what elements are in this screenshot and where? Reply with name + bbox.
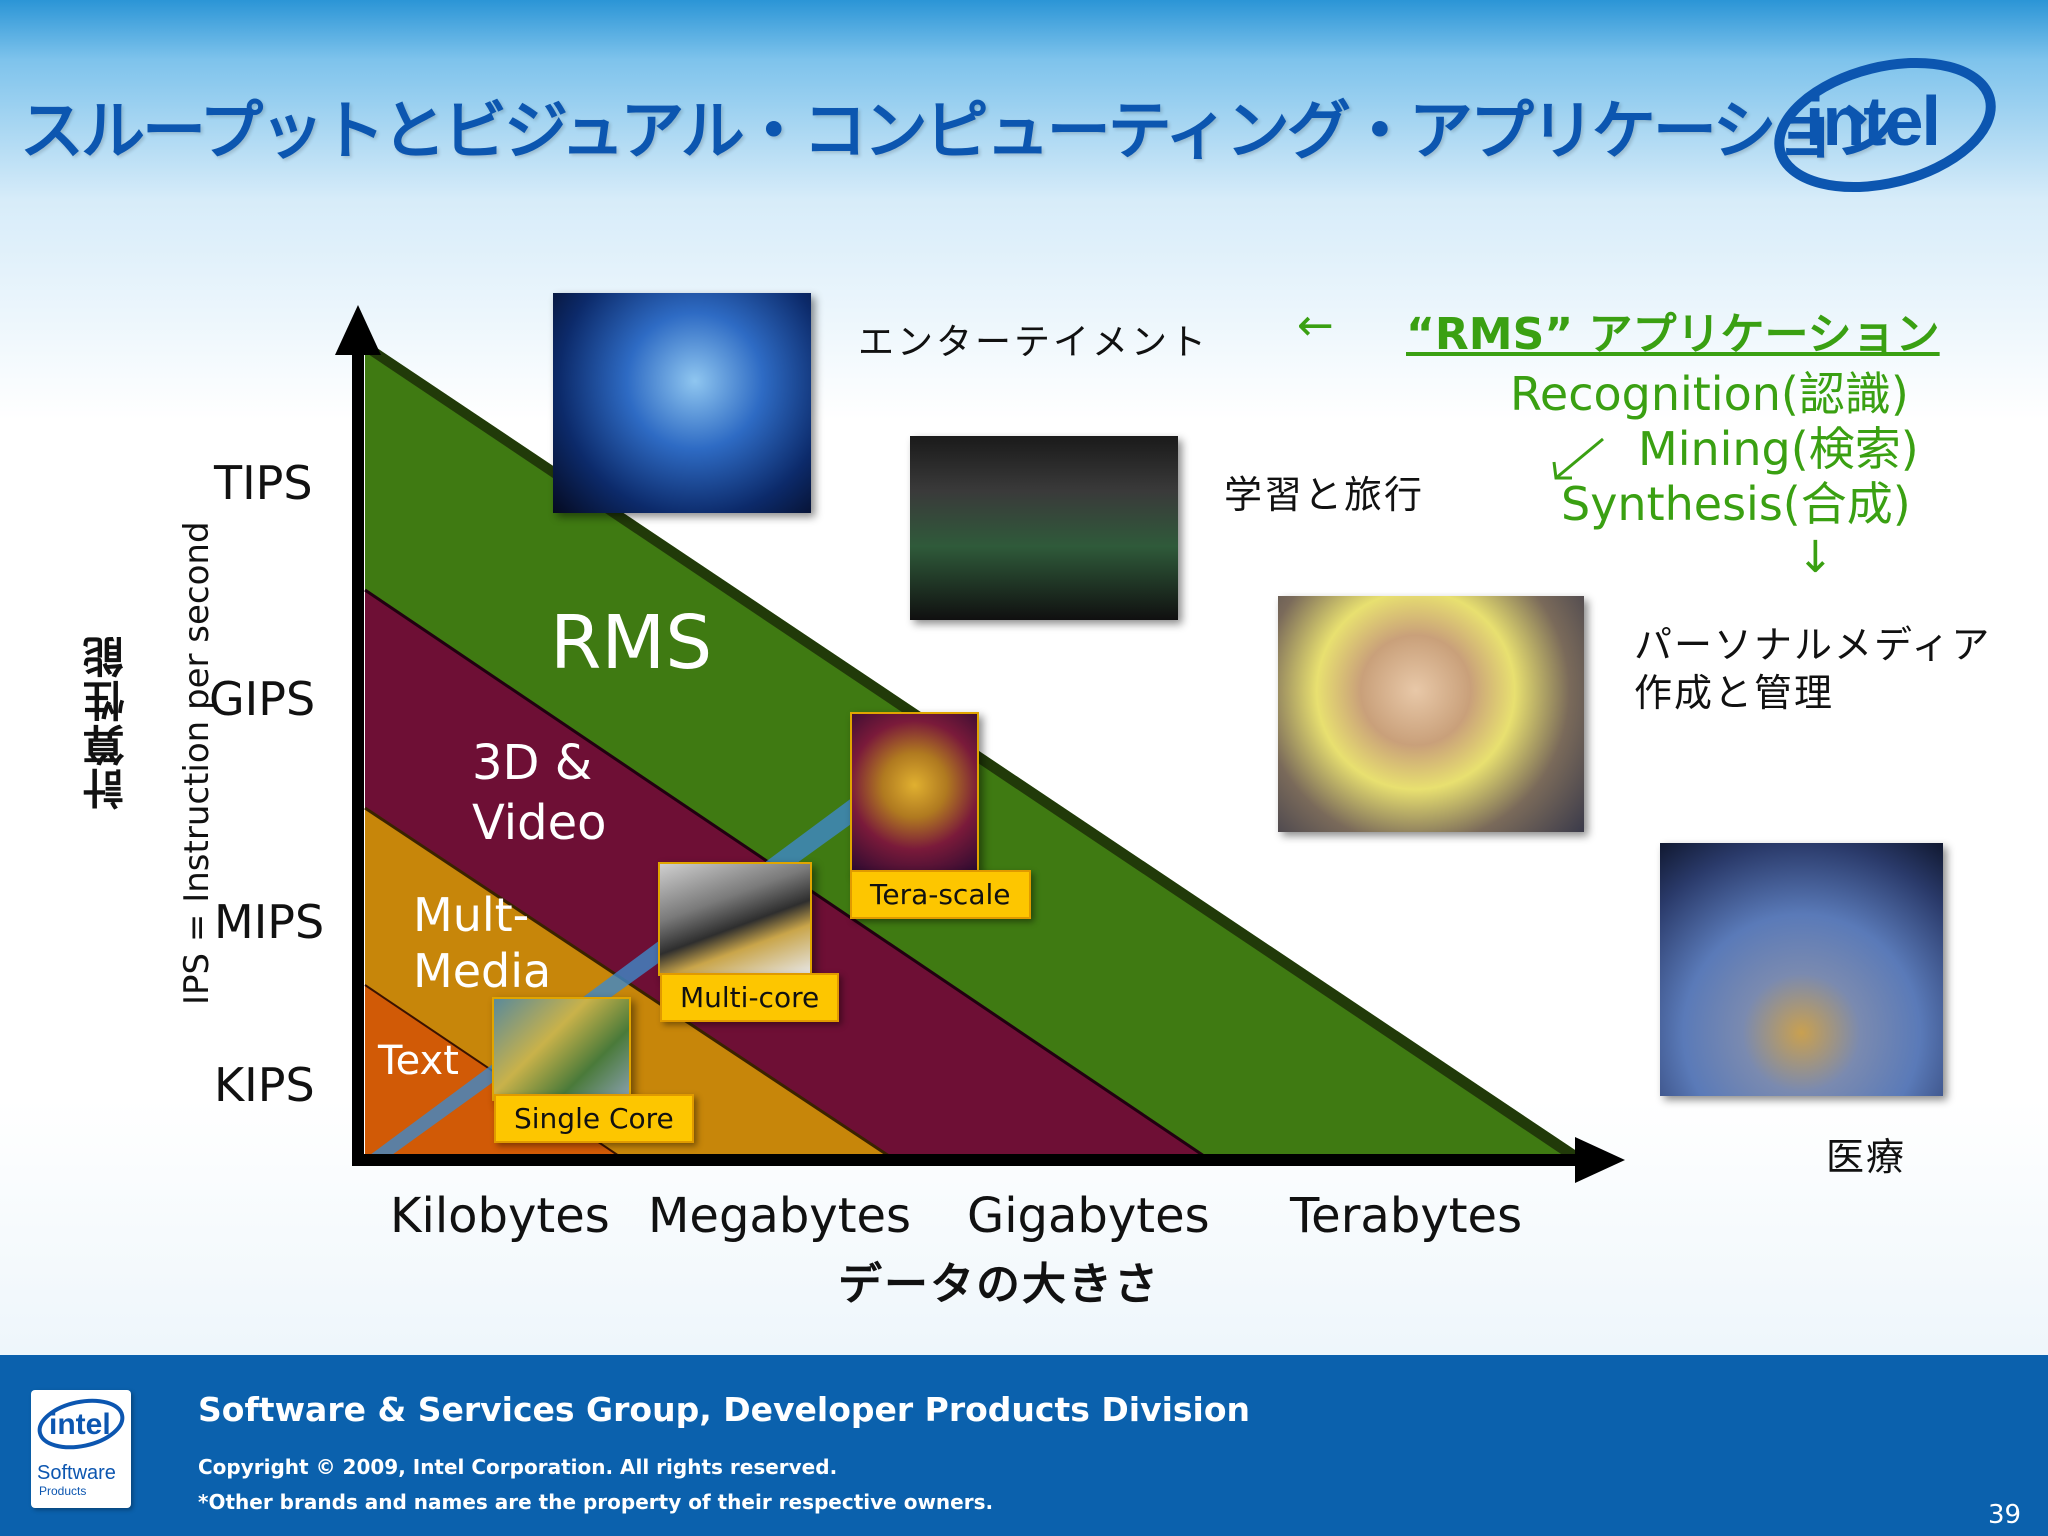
rms-label: RMS	[550, 600, 713, 686]
xtick-terabytes: Terabytes	[1290, 1188, 1523, 1244]
footer-trademark: *Other brands and names are the property…	[198, 1490, 994, 1514]
learning-travel-image	[910, 436, 1178, 620]
footer-bar	[0, 1355, 2048, 1536]
tera-scale-label: Tera-scale	[850, 870, 1031, 919]
personal-media-image	[1278, 596, 1584, 832]
intel-logo: intel	[1774, 57, 1996, 193]
y-axis-label: 計算性能	[82, 634, 131, 810]
personal-media-label-line2: 作成と管理	[1634, 671, 1835, 715]
y-axis-arrowhead	[335, 305, 381, 355]
rms-apps-heading: “RMS” アプリケーション	[1406, 309, 1940, 360]
footer-copyright: Copyright © 2009, Intel Corporation. All…	[198, 1455, 838, 1479]
single-core-chip-image	[492, 997, 631, 1101]
rms-synthesis: Synthesis(合成)	[1561, 477, 1911, 531]
x-axis-arrowhead	[1575, 1137, 1625, 1183]
rms-recognition: Recognition(認識)	[1510, 367, 1909, 421]
left-arrow: ←	[1297, 300, 1334, 351]
text-label: Text	[378, 1038, 459, 1084]
page-number: 39	[1988, 1500, 2022, 1530]
badge-products-text: Products	[39, 1484, 87, 1498]
xtick-gigabytes: Gigabytes	[967, 1188, 1210, 1244]
badge-intel-logo: intel	[37, 1398, 125, 1450]
entertainment-image	[553, 293, 811, 513]
multi-core-chip-image	[658, 862, 812, 976]
entertainment-label: エンターテイメント	[858, 322, 1210, 363]
personal-media-label-line1: パーソナルメディア	[1634, 623, 1992, 667]
footer-group: Software & Services Group, Developer Pro…	[198, 1390, 1251, 1429]
diagonal-arrow	[1552, 437, 1604, 480]
rms-mining: Mining(検索)	[1638, 422, 1919, 476]
ytick-mips: MIPS	[214, 895, 325, 949]
badge-intel-text: intel	[49, 1408, 111, 1441]
learning-travel-label: 学習と旅行	[1224, 473, 1425, 517]
xtick-megabytes: Megabytes	[648, 1188, 912, 1244]
multimedia-label-line1: Mult-	[413, 888, 530, 942]
down-arrow: ↓	[1797, 532, 1834, 583]
multi-core-label: Multi-core	[660, 973, 840, 1022]
y-axis-sublabel: IPS = Instruction per second	[177, 521, 217, 1005]
intel-logo-text: intel	[1805, 82, 1939, 160]
ytick-tips: TIPS	[214, 456, 313, 510]
ytick-gips: GIPS	[209, 672, 316, 726]
ytick-kips: KIPS	[214, 1058, 315, 1112]
medical-label: 医療	[1826, 1135, 1907, 1179]
software-products-badge: intel Software Products	[31, 1390, 131, 1508]
video-label-line1: 3D &	[472, 735, 593, 791]
single-core-label: Single Core	[494, 1094, 694, 1143]
xtick-kilobytes: Kilobytes	[390, 1188, 610, 1244]
video-label-line2: Video	[472, 795, 607, 851]
badge-software-text: Software	[37, 1462, 116, 1484]
multimedia-label-line2: Media	[413, 944, 552, 998]
medical-image	[1660, 843, 1943, 1096]
x-axis-label: データの大きさ	[838, 1259, 1160, 1310]
slide-title: スループットとビジュアル・コンピューティング・アプリケーション	[20, 95, 1899, 169]
tera-scale-chip-image	[850, 712, 979, 874]
